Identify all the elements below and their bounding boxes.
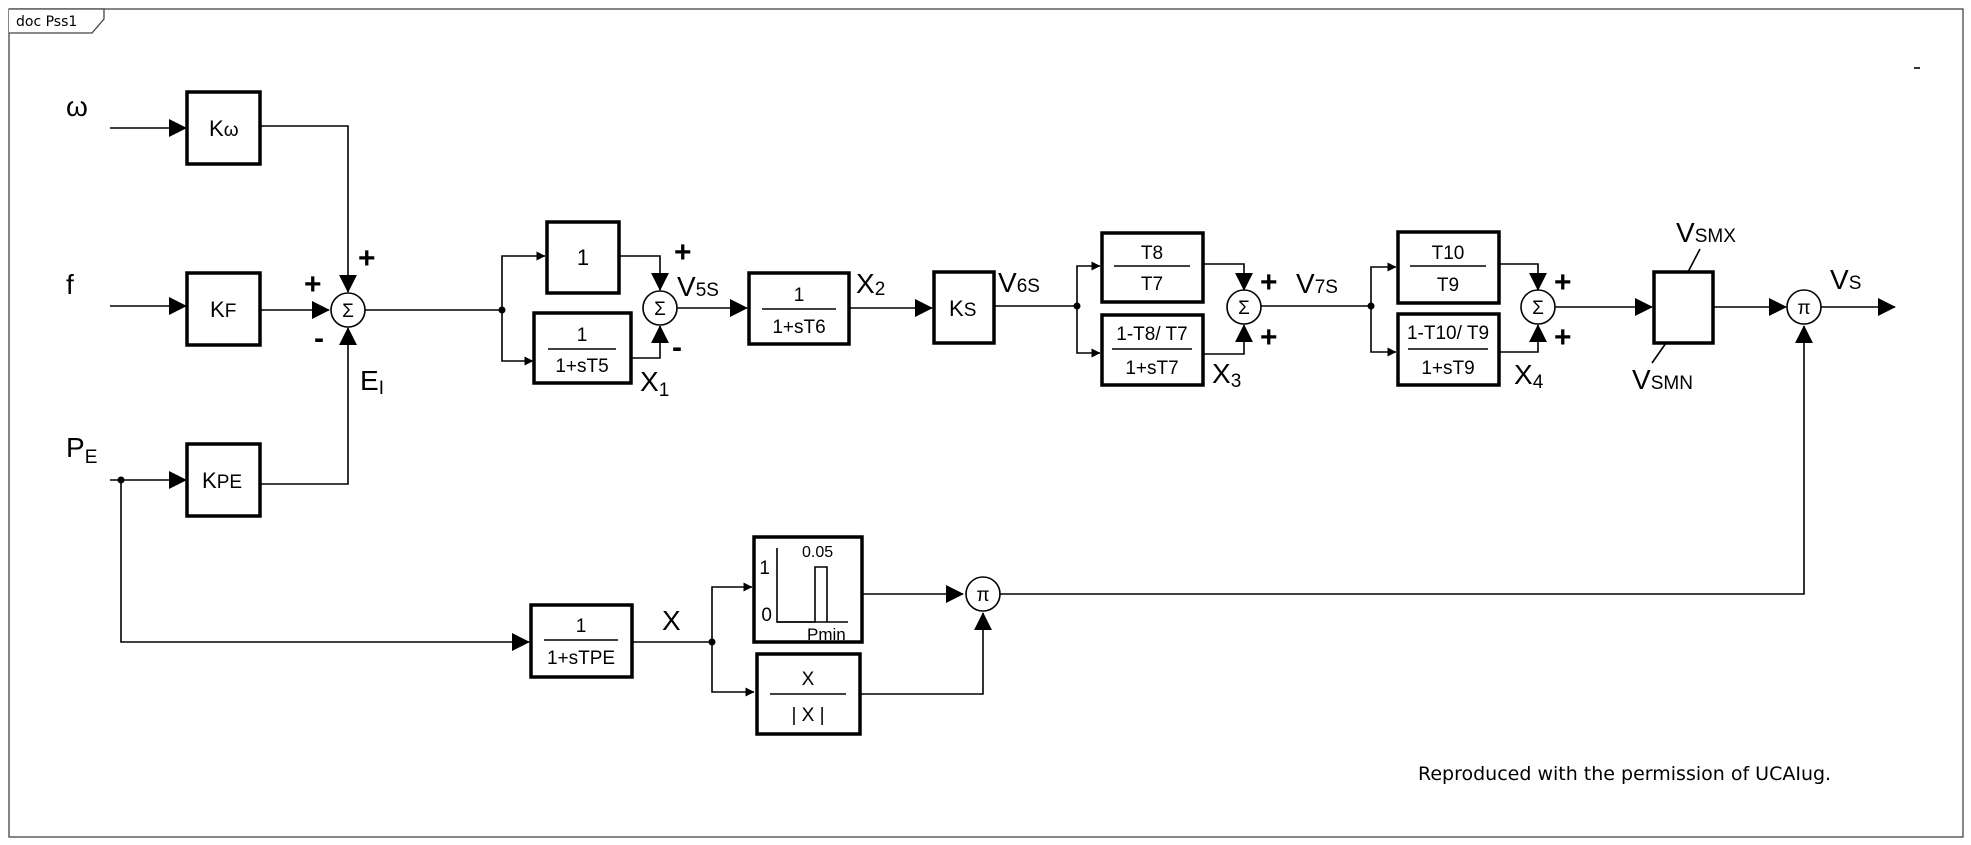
k-omega-label: Kω	[209, 116, 239, 141]
branch-to-unity	[501, 251, 546, 310]
pe-lower-path	[120, 480, 530, 651]
t5-block	[532, 311, 633, 385]
x1-label: X1	[640, 366, 669, 401]
step-lo-label: 0	[761, 605, 772, 626]
t109-out-line	[1499, 324, 1547, 353]
branch-to-t10	[1370, 262, 1397, 306]
t10-den: T9	[1437, 275, 1459, 296]
sum1-plus-left: +	[304, 268, 322, 301]
pe-input-label: PE	[66, 432, 97, 468]
branch-to-t109	[1370, 306, 1397, 357]
sum3-plus-top: +	[1260, 266, 1278, 299]
x2-label: X2	[856, 268, 885, 300]
sign-out-line	[860, 612, 992, 695]
t87-out-line	[1203, 324, 1253, 355]
sum1-plus-top: +	[358, 242, 376, 275]
t8-den: T7	[1141, 274, 1163, 295]
unity-label: 1	[577, 245, 589, 270]
t5-num: 1	[577, 325, 588, 346]
sum2-plus: +	[674, 236, 692, 269]
frame-tab-label: doc Pss1	[16, 14, 77, 30]
step-xlabel: Pmin	[807, 625, 846, 644]
sum4-symbol: Σ	[1532, 298, 1544, 319]
v5s-label: V5S	[677, 271, 719, 302]
t10-num: T10	[1432, 243, 1465, 264]
kf-block	[185, 271, 262, 347]
step-curve	[777, 566, 828, 623]
t87-den: 1+sT7	[1125, 358, 1178, 379]
omega-input-label: ω	[66, 91, 88, 122]
t87-block	[1100, 313, 1205, 387]
ei-label: EI	[360, 365, 384, 399]
ks-label: KS	[949, 296, 976, 321]
sum4-plus-top: +	[1554, 266, 1572, 299]
step-function-block	[752, 535, 864, 644]
f-input-label: f	[66, 269, 74, 300]
kpe-label: KPE	[202, 468, 242, 493]
branch-to-sign	[711, 642, 755, 697]
x3-label: X3	[1212, 358, 1241, 392]
sign-num: X	[802, 669, 815, 690]
t87-num: 1-T8/ T7	[1116, 324, 1187, 345]
sum1-minus: -	[314, 322, 324, 355]
t8-out-line	[1203, 263, 1253, 291]
t5-out-line	[631, 325, 669, 359]
t8-num: T8	[1141, 243, 1163, 264]
step-threshold-label: 0.05	[802, 544, 833, 561]
branch-to-t5	[501, 310, 534, 366]
t10-out-line	[1499, 263, 1547, 291]
tpe-block	[529, 603, 634, 679]
tpe-num: 1	[576, 616, 587, 637]
kf-label: KF	[210, 297, 236, 322]
sum2-minus: -	[672, 331, 682, 364]
v7s-label: V7S	[1296, 268, 1338, 299]
x4-label: X4	[1514, 359, 1544, 393]
t8-block	[1100, 231, 1205, 304]
sum2-symbol: Σ	[654, 299, 666, 320]
sum3-symbol: Σ	[1238, 298, 1250, 319]
tpe-den: 1+sTPE	[547, 648, 615, 669]
diagram-frame	[8, 8, 1964, 838]
sign-den: | X |	[791, 705, 824, 726]
unity-block	[545, 220, 621, 295]
t6-num: 1	[794, 285, 805, 306]
input-sum-symbol: Σ	[342, 301, 354, 322]
output-product-symbol: π	[1797, 298, 1810, 319]
frame-tab	[9, 8, 105, 34]
v6s-label: V6S	[998, 267, 1040, 298]
step-hi-label: 1	[759, 558, 770, 579]
kpe-block	[185, 442, 262, 518]
x-label: X	[662, 605, 681, 636]
sum-junction-3	[1226, 289, 1262, 325]
unity-out-line	[619, 255, 669, 291]
lower-to-output-line	[1000, 325, 1813, 595]
sum4-plus-bottom: +	[1554, 321, 1572, 354]
vsmx-label: VSMX	[1676, 217, 1736, 248]
k-omega-block	[185, 90, 262, 166]
branch-to-step	[711, 582, 753, 642]
vsmx-leader	[1687, 248, 1701, 273]
sum3-plus-bottom: +	[1260, 321, 1278, 354]
permission-note: Reproduced with the permission of UCAIug…	[1418, 763, 1831, 785]
t109-den: 1+sT9	[1421, 358, 1474, 379]
limiter-block	[1652, 270, 1715, 345]
t5-den: 1+sT5	[555, 356, 608, 377]
kpe-out-line	[260, 327, 357, 485]
lower-product-symbol: π	[976, 585, 989, 606]
k-omega-out-line	[260, 125, 357, 293]
t6-den: 1+sT6	[772, 317, 825, 338]
t10-block	[1396, 230, 1501, 305]
vsmn-label: VSMN	[1632, 364, 1693, 395]
branch-to-t8	[1076, 261, 1101, 306]
ks-block	[932, 270, 996, 345]
vs-label: VS	[1830, 264, 1861, 295]
t109-num: 1-T10/ T9	[1407, 323, 1489, 344]
branch-to-t87	[1076, 306, 1101, 358]
vsmn-leader	[1651, 342, 1667, 364]
